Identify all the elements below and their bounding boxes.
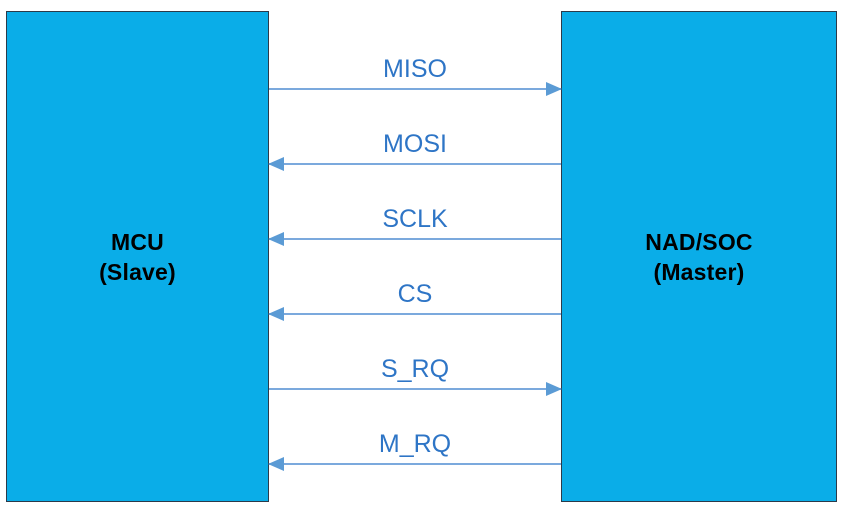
- signal-s-rq-line: [269, 388, 561, 390]
- node-mcu-subtitle: (Slave): [99, 258, 176, 285]
- signal-s-rq-label: S_RQ: [380, 355, 450, 383]
- signal-mosi-line: [269, 163, 561, 165]
- signal-sclk-label: SCLK: [382, 205, 448, 233]
- signal-mosi-label: MOSI: [383, 130, 447, 158]
- node-mcu-title: MCU: [111, 228, 164, 255]
- arrowhead-right-icon: [546, 82, 562, 96]
- arrowhead-left-icon: [268, 307, 284, 321]
- signal-miso-label: MISO: [383, 55, 447, 83]
- signal-m-rq-label: M_RQ: [378, 430, 452, 458]
- signal-sclk-line: [269, 238, 561, 240]
- arrowhead-left-icon: [268, 457, 284, 471]
- arrowhead-left-icon: [268, 157, 284, 171]
- node-nad-soc-subtitle: (Master): [653, 258, 745, 285]
- node-nad-soc-title: NAD/SOC: [645, 228, 753, 255]
- arrowhead-right-icon: [546, 382, 562, 396]
- signal-cs-label: CS: [397, 280, 433, 308]
- node-mcu[interactable]: MCU (Slave): [6, 11, 269, 502]
- signal-cs-line: [269, 313, 561, 315]
- signal-m-rq-line: [269, 463, 561, 465]
- arrowhead-left-icon: [268, 232, 284, 246]
- node-nad-soc[interactable]: NAD/SOC (Master): [561, 11, 837, 502]
- signal-miso-line: [269, 88, 561, 90]
